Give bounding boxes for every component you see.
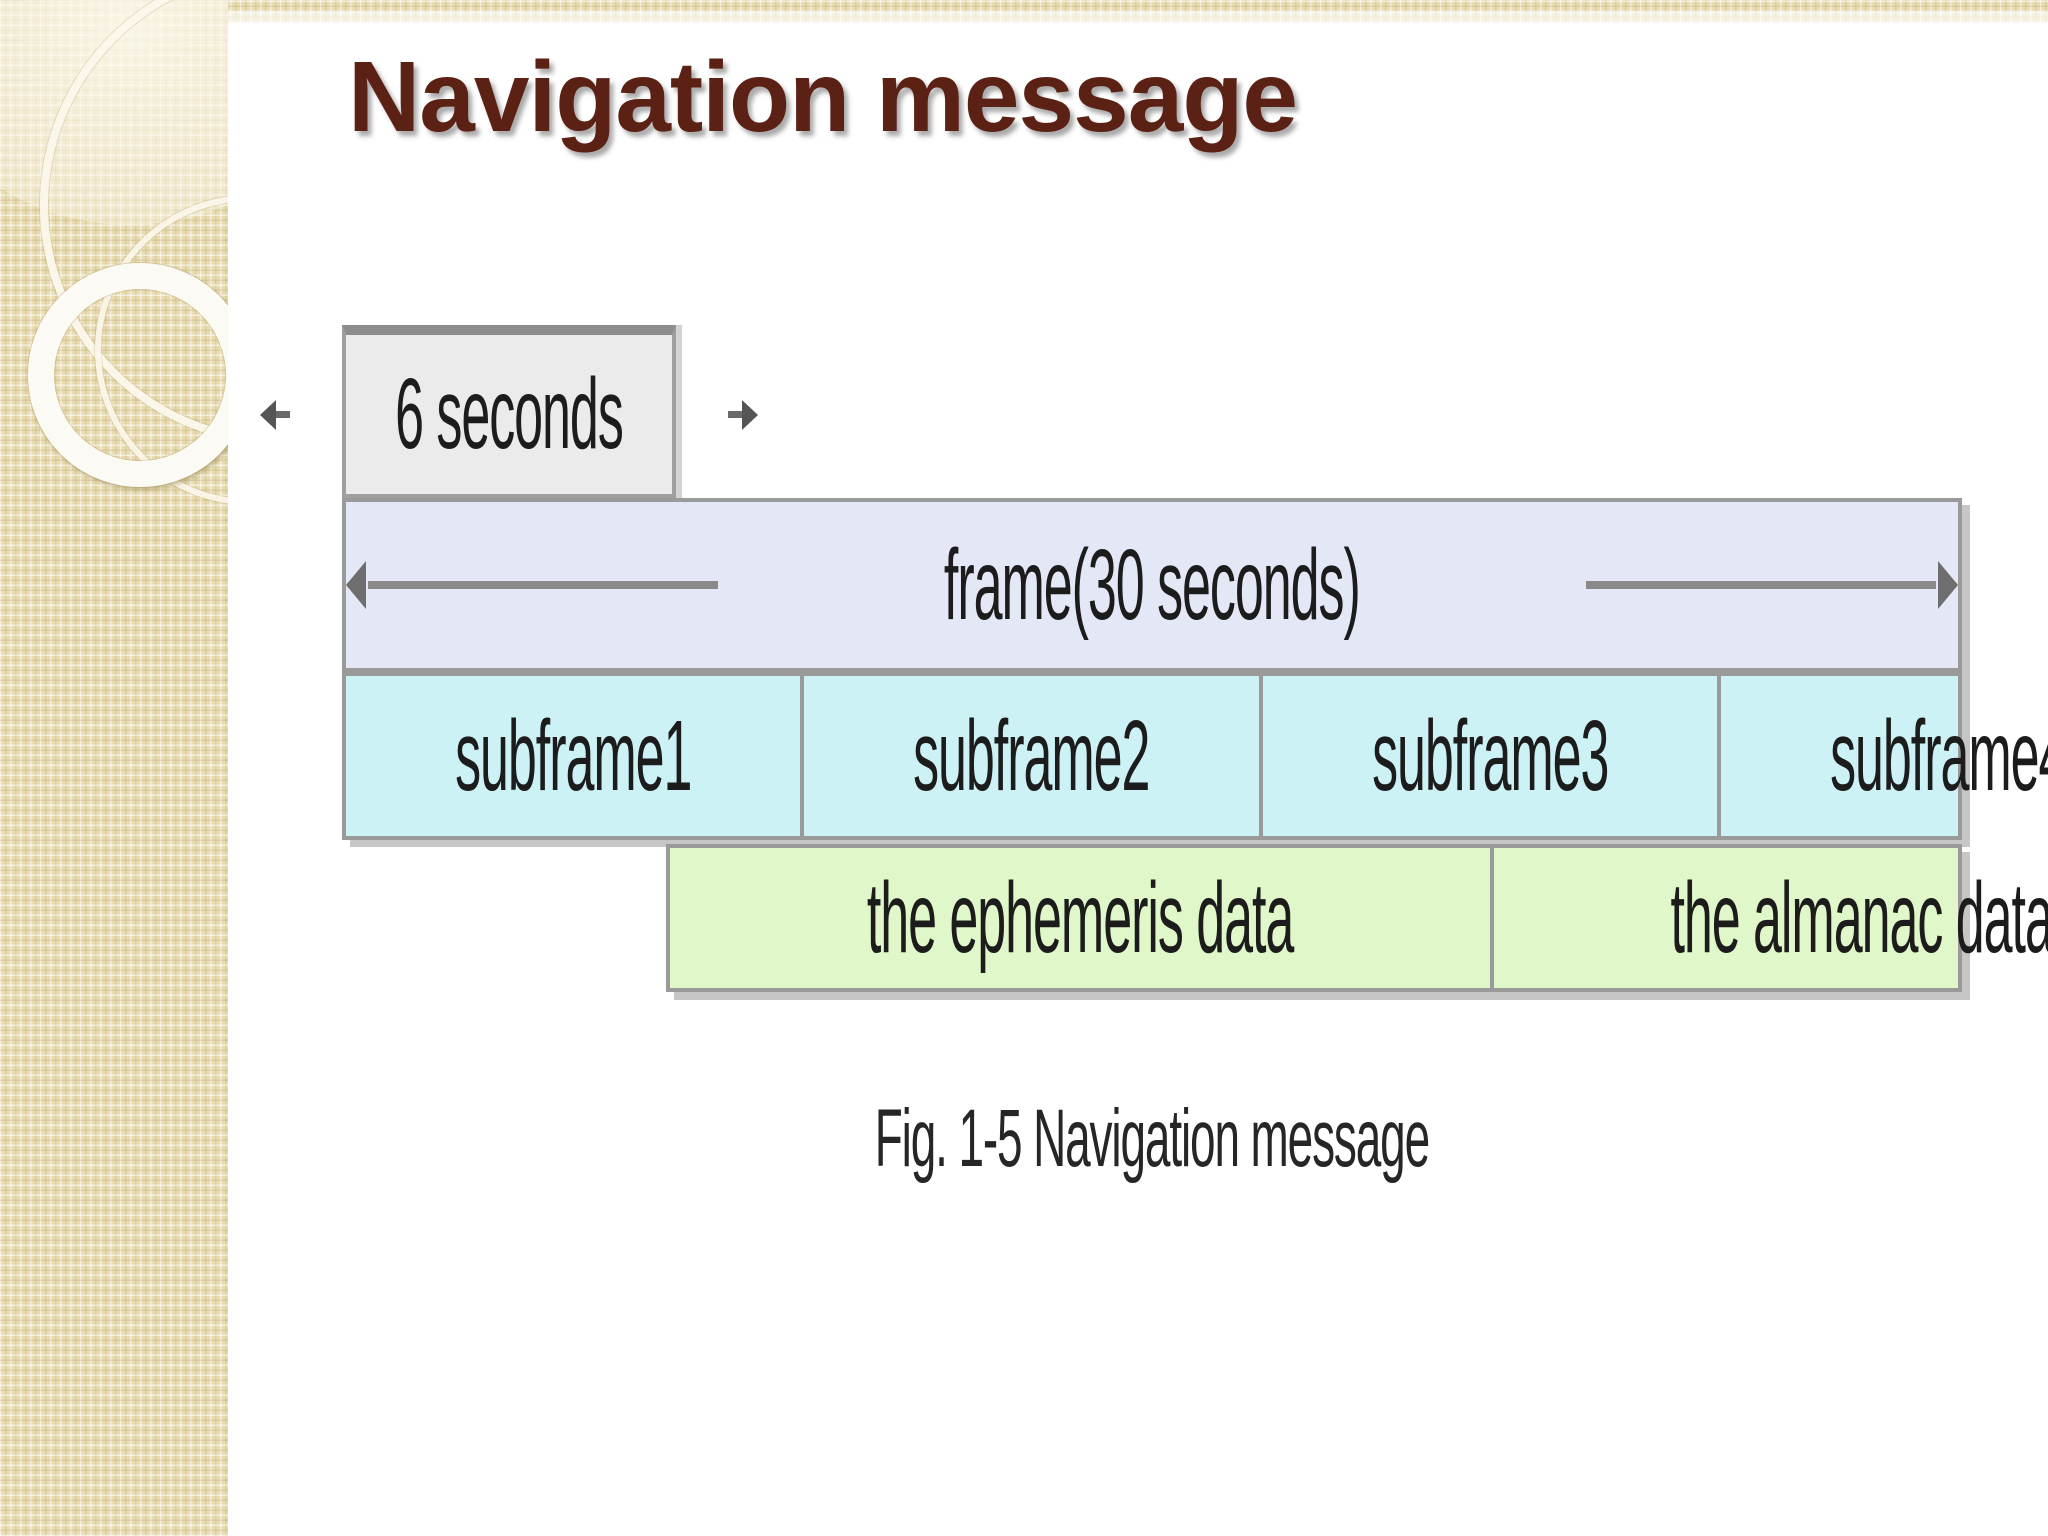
subframe-label: subframe3 — [1372, 699, 1609, 812]
subframe-cell: subframe1 — [346, 676, 800, 836]
ephemeris-cell: the ephemeris data — [670, 848, 1490, 988]
six-seconds-label: 6 seconds — [395, 358, 624, 470]
six-seconds-box: 6 seconds — [260, 325, 758, 498]
subframe-cell: subframe4 — [1717, 676, 2048, 836]
left-arrow-stem — [276, 411, 291, 418]
arrow-line — [368, 581, 719, 589]
right-arrow-stem — [727, 411, 742, 418]
frame-label: frame(30 seconds) — [944, 528, 1361, 641]
right-arrow-icon — [741, 399, 758, 430]
left-arrow-icon — [260, 399, 277, 430]
ephemeris-label: the ephemeris data — [866, 861, 1294, 974]
slide-title: Navigation message — [348, 41, 1298, 153]
figure-caption: Fig. 1-5 Navigation message — [342, 1092, 1962, 1186]
left-arrowhead-icon — [346, 561, 366, 609]
arrow-line — [1585, 581, 1937, 589]
top-border-pattern — [0, 0, 2048, 12]
subframe-label: subframe2 — [913, 699, 1151, 812]
right-arrowhead-icon — [1938, 561, 1959, 609]
subframe-cell: subframe2 — [800, 676, 1258, 836]
data-row: the ephemeris data the almanac data — [666, 844, 2048, 992]
subframe-label: subframe4 — [1830, 699, 2048, 812]
subframe-cell: subframe3 — [1258, 676, 1717, 836]
top-border-pattern-faint — [0, 12, 2048, 23]
almanac-label: the almanac data — [1670, 861, 2048, 974]
almanac-cell: the almanac data — [1490, 848, 2048, 988]
subframe-label: subframe1 — [455, 699, 692, 812]
frame-box: frame(30 seconds) — [342, 498, 1962, 672]
figure-caption-text: Fig. 1-5 Navigation message — [874, 1093, 1430, 1184]
subframe-row: subframe1 subframe2 subframe3 subframe4 … — [342, 672, 2048, 840]
sidebar-decoration — [0, 0, 228, 1536]
